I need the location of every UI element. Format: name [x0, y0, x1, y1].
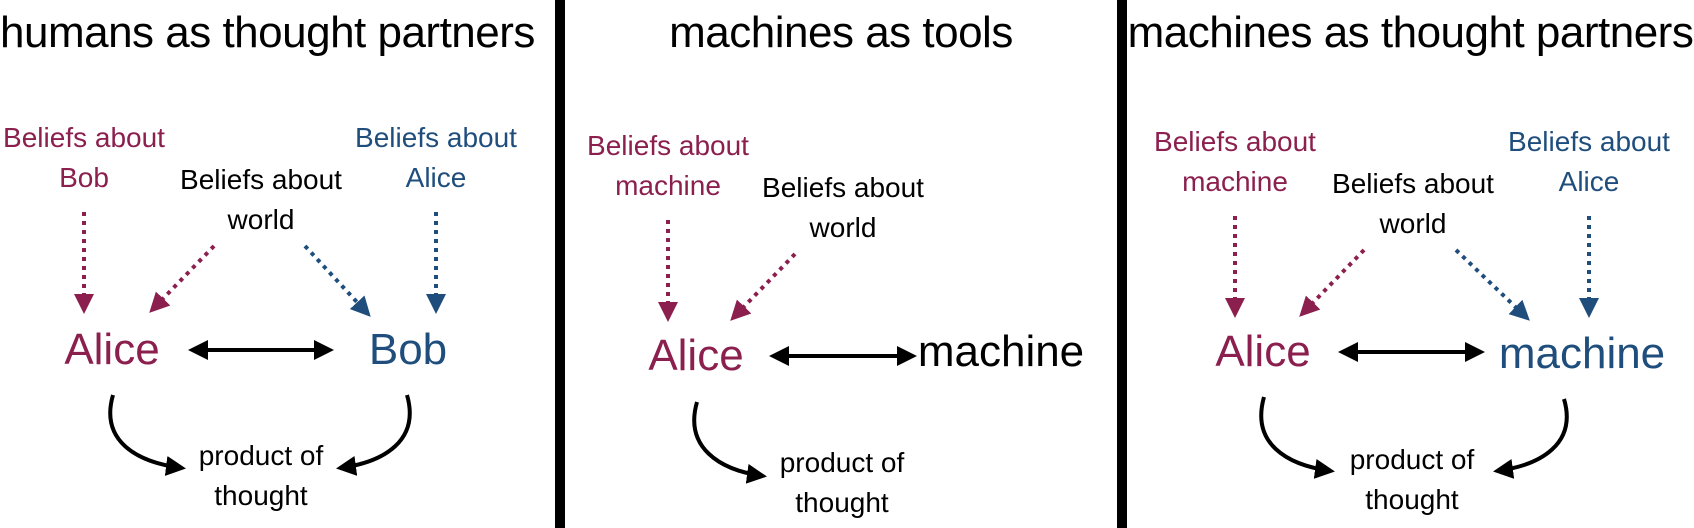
machine-node: machine [917, 327, 1085, 376]
beliefs-about-bob-label: Beliefs about Bob [3, 122, 165, 193]
divider-2 [1117, 0, 1127, 528]
bob-node: Bob [368, 325, 448, 374]
beliefs-about-world-label: Beliefs about world [1332, 168, 1494, 239]
panel-machines-as-thought-partners: machines as thought partners Beliefs abo… [1127, 0, 1694, 528]
curved-arrow-machine-to-product [1493, 398, 1569, 479]
dotted-arrow-world-to-machine [1454, 248, 1530, 321]
product-of-thought-label: product of thought [1349, 444, 1475, 515]
beliefs-about-machine-label: Beliefs about machine [1154, 126, 1316, 197]
divider-1 [555, 0, 565, 528]
dotted-arrow-world-to-alice [1299, 248, 1366, 317]
dotted-arrow-world-to-alice [730, 252, 797, 321]
dotted-arrow-world-to-alice [149, 244, 216, 313]
beliefs-about-machine-label: Beliefs about machine [587, 130, 749, 201]
curved-arrow-alice-to-product [692, 401, 767, 484]
panel-machines-as-tools: machines as tools Beliefs about machine … [565, 0, 1117, 528]
curved-arrow-alice-to-product [108, 394, 186, 476]
panel-title: machines as thought partners [1127, 8, 1694, 57]
alice-node: Alice [648, 331, 744, 380]
beliefs-about-alice-label: Beliefs about Alice [1508, 126, 1670, 197]
panel-2-arrows [658, 220, 917, 484]
panel-humans-as-thought-partners: humans as thought partners Beliefs about… [0, 0, 555, 528]
panel-title: humans as thought partners [0, 8, 535, 57]
product-of-thought-label: product of thought [779, 447, 905, 518]
panel-1-arrows [74, 212, 446, 476]
beliefs-about-alice-label: Beliefs about Alice [355, 122, 517, 193]
panel-title: machines as tools [669, 8, 1013, 57]
beliefs-about-world-label: Beliefs about world [180, 164, 342, 235]
machine-node: machine [1498, 329, 1666, 378]
beliefs-about-world-label: Beliefs about world [762, 172, 924, 243]
product-of-thought-label: product of thought [198, 440, 324, 511]
alice-node: Alice [1215, 327, 1311, 376]
alice-node: Alice [64, 325, 160, 374]
panel-3-arrows [1225, 216, 1599, 479]
dotted-arrow-world-to-bob [303, 244, 371, 317]
curved-arrow-alice-to-product [1259, 396, 1335, 479]
curved-arrow-bob-to-product [336, 394, 412, 476]
